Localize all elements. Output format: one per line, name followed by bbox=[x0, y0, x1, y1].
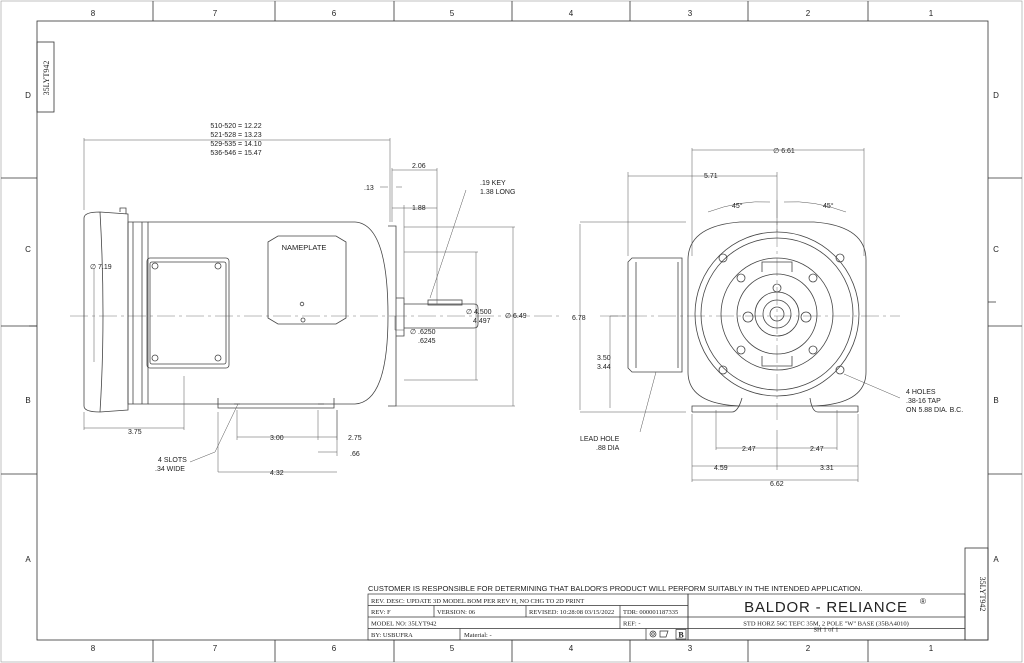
dim-66: .66 bbox=[350, 451, 360, 458]
rev: REV: F bbox=[371, 609, 391, 616]
dim-dia-6-49: ∅ 6.49 bbox=[505, 313, 527, 320]
end-view bbox=[579, 148, 901, 482]
zone-bottom-4: 4 bbox=[569, 644, 574, 653]
zone-bottom-2: 2 bbox=[806, 644, 811, 653]
zone-bottom-8: 8 bbox=[91, 644, 96, 653]
dim-shaft-6250: ∅ .6250 bbox=[410, 329, 436, 336]
zone-bottom-3: 3 bbox=[688, 644, 693, 653]
length-table-1: 510-520 = 12.22 bbox=[210, 123, 261, 130]
length-table-3: 529-535 = 14.10 bbox=[210, 141, 261, 148]
drawing-id-bottom: 35LYT942 bbox=[978, 577, 987, 612]
zone-top-3: 3 bbox=[688, 9, 693, 18]
key-line-1: .19 KEY bbox=[480, 180, 506, 187]
key-line-2: 1.38 LONG bbox=[480, 189, 515, 196]
zone-top-5: 5 bbox=[450, 9, 455, 18]
lead-hole-line-1: LEAD HOLE bbox=[580, 436, 620, 443]
dim-dia-4-497: 4.497 bbox=[473, 318, 491, 325]
dim-3-00: 3.00 bbox=[270, 435, 284, 442]
angle-right: 45° bbox=[823, 202, 834, 210]
revised: REVISED: 10:28:08 03/15/2022 bbox=[529, 609, 614, 616]
dim-4-32: 4.32 bbox=[270, 470, 284, 477]
zone-right-b: B bbox=[993, 396, 998, 405]
dim-2-75: 2.75 bbox=[348, 435, 362, 442]
zone-left-b: B bbox=[25, 396, 30, 405]
dim-dia-7-19: ∅ 7.19 bbox=[90, 264, 112, 271]
angle-left: 45° bbox=[732, 202, 743, 210]
zone-left-d: D bbox=[25, 91, 31, 100]
zone-top-6: 6 bbox=[332, 9, 337, 18]
slots-line-1: 4 SLOTS bbox=[158, 457, 187, 464]
zone-left-c: C bbox=[25, 245, 31, 254]
dim-3-75: 3.75 bbox=[128, 429, 142, 436]
zone-top-1: 1 bbox=[929, 9, 934, 18]
version: VERSION: 06 bbox=[437, 609, 476, 616]
sheet-number: SH 1 of 1 bbox=[813, 627, 838, 634]
id-box-top bbox=[36, 41, 55, 113]
lead-hole-line-2: .88 DIA bbox=[596, 445, 620, 452]
length-table-4: 536-546 = 15.47 bbox=[210, 150, 261, 157]
length-table-2: 521-528 = 13.23 bbox=[210, 132, 261, 139]
brand-registered: ® bbox=[920, 597, 926, 606]
material: Material: - bbox=[464, 632, 492, 639]
holes-line-3: ON 5.88 DIA. B.C. bbox=[906, 407, 963, 414]
dim-3-50: 3.50 bbox=[597, 355, 611, 362]
dim-6-62: 6.62 bbox=[770, 481, 784, 488]
zone-right-c: C bbox=[993, 245, 999, 254]
dim-5-71: 5.71 bbox=[704, 173, 718, 180]
zone-top-4: 4 bbox=[569, 9, 574, 18]
zone-left-a: A bbox=[25, 555, 31, 564]
dim-13: .13 bbox=[364, 185, 374, 192]
zone-bottom-6: 6 bbox=[332, 644, 337, 653]
zone-bottom-7: 7 bbox=[213, 644, 218, 653]
zone-top-7: 7 bbox=[213, 9, 218, 18]
dim-3-44: 3.44 bbox=[597, 364, 611, 371]
brand-name: BALDOR - RELIANCE bbox=[744, 599, 908, 616]
by: BY: USBUFRA bbox=[371, 632, 413, 639]
side-view bbox=[70, 138, 560, 473]
rev-desc: REV. DESC: UPDATE 3D MODEL BOM PER REV H… bbox=[371, 598, 584, 605]
dim-dia-4-500: ∅ 4.500 bbox=[466, 309, 492, 316]
dim-4-59: 4.59 bbox=[714, 465, 728, 472]
size-letter: B bbox=[678, 631, 684, 640]
dim-6-78: 6.78 bbox=[572, 315, 586, 322]
description: STD HORZ 56C TEFC 35M, 2 POLE "W" BASE (… bbox=[743, 621, 909, 628]
holes-line-2: .38-16 TAP bbox=[906, 398, 941, 405]
dim-2-06: 2.06 bbox=[412, 163, 426, 170]
nameplate-label: NAMEPLATE bbox=[282, 243, 327, 252]
dim-3-31: 3.31 bbox=[820, 465, 834, 472]
dim-2-47-right: 2.47 bbox=[810, 446, 824, 453]
title-block bbox=[367, 593, 966, 641]
zone-bottom-5: 5 bbox=[450, 644, 455, 653]
tdr: TDR: 000001187335 bbox=[623, 609, 678, 616]
inner-border bbox=[36, 20, 989, 641]
dim-shaft-6245: .6245 bbox=[418, 338, 436, 345]
slots-line-2: .34 WIDE bbox=[155, 466, 185, 473]
zone-top-2: 2 bbox=[806, 9, 811, 18]
zone-top-8: 8 bbox=[91, 9, 96, 18]
zone-right-d: D bbox=[993, 91, 999, 100]
notice-text: CUSTOMER IS RESPONSIBLE FOR DETERMINING … bbox=[368, 584, 862, 593]
dim-1-88: 1.88 bbox=[412, 205, 426, 212]
holes-line-1: 4 HOLES bbox=[906, 389, 936, 396]
ref: REF: - bbox=[623, 621, 641, 628]
dim-2-47-left: 2.47 bbox=[742, 446, 756, 453]
model-no: MODEL NO: 35LYT942 bbox=[371, 621, 437, 628]
drawing-id-top: 35LYT942 bbox=[42, 61, 51, 96]
dim-dia-6-61: ∅ 6.61 bbox=[773, 148, 795, 155]
zone-bottom-1: 1 bbox=[929, 644, 934, 653]
zone-right-a: A bbox=[993, 555, 999, 564]
